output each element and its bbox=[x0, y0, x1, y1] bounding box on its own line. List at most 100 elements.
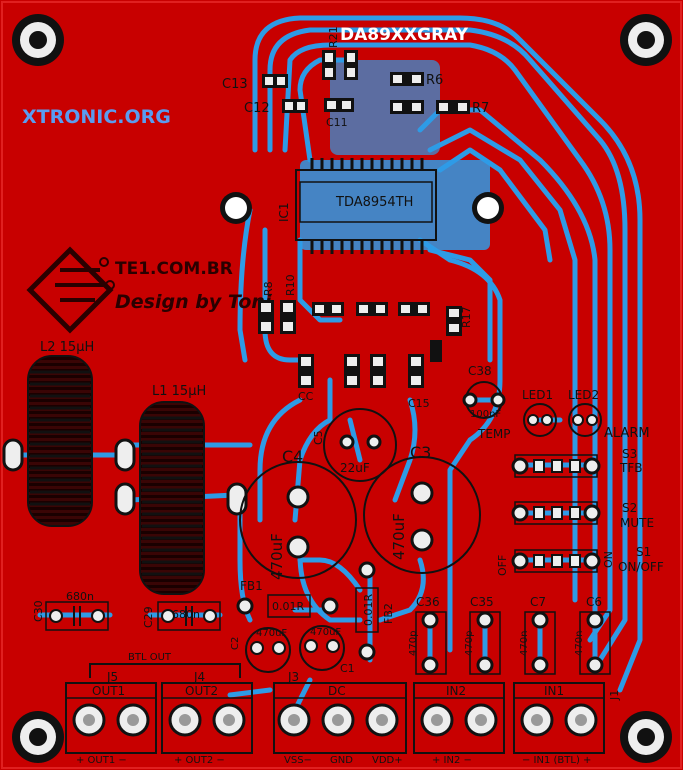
label-r21: R21 bbox=[327, 26, 340, 48]
value-c4: 470uF bbox=[268, 533, 286, 580]
label-c35: C35 bbox=[470, 595, 494, 609]
switch-s2[interactable] bbox=[511, 501, 601, 525]
value-c35: 470p bbox=[464, 631, 475, 656]
cap-c3 bbox=[363, 456, 481, 574]
label-j1: J1 bbox=[608, 690, 621, 701]
bottom-label-vss: VSS− bbox=[284, 755, 312, 766]
connector-in1[interactable] bbox=[513, 682, 605, 754]
brand-te1: TE1.COM.BR bbox=[115, 259, 233, 279]
value-small-b: 470uF bbox=[310, 627, 341, 638]
name-s1: ON/OFF bbox=[618, 560, 664, 574]
label-c4: C4 bbox=[282, 447, 303, 466]
label-alarm: ALARM bbox=[604, 426, 650, 441]
value-c3: 470uF bbox=[390, 513, 408, 560]
label-c2: C2 bbox=[230, 637, 241, 650]
switch-s1[interactable] bbox=[511, 549, 601, 573]
inductor-l1 bbox=[139, 401, 205, 595]
name-in2: IN2 bbox=[446, 684, 466, 698]
label-c12: C12 bbox=[244, 101, 270, 116]
value-fb1: 0.01R bbox=[272, 600, 304, 613]
value-c7: 470n bbox=[519, 631, 530, 656]
label-j5: J5 bbox=[106, 670, 118, 684]
btl-bracket bbox=[89, 663, 241, 678]
cap-c29 bbox=[157, 601, 221, 631]
label-l2: L2 15µH bbox=[40, 340, 94, 355]
mounting-hole-top-left bbox=[12, 14, 64, 66]
resistor-fb2 bbox=[355, 561, 379, 661]
smd-r10 bbox=[280, 300, 296, 334]
label-l1: L1 15µH bbox=[152, 384, 206, 399]
bottom-label-out1: + OUT1 − bbox=[76, 755, 127, 766]
label-c3: C3 bbox=[410, 443, 431, 462]
label-off: OFF bbox=[496, 555, 509, 576]
smd-c13 bbox=[262, 74, 288, 88]
label-r17: R17 bbox=[460, 306, 473, 328]
value-c29: 680n bbox=[172, 608, 200, 621]
label-r8: R8 bbox=[262, 281, 275, 296]
cap-c38 bbox=[462, 381, 506, 419]
label-c36: C36 bbox=[416, 595, 440, 609]
label-c7: C7 bbox=[530, 595, 546, 609]
label-fb2: FB2 bbox=[382, 603, 395, 624]
value-c5: 22uF bbox=[340, 461, 370, 475]
label-r7: R7 bbox=[472, 101, 489, 116]
resistor-fb1 bbox=[236, 594, 339, 618]
connector-j3-dc[interactable] bbox=[273, 682, 407, 754]
label-c5: C5 bbox=[312, 430, 325, 445]
mounting-hole-top-right bbox=[620, 14, 672, 66]
label-r6: R6 bbox=[426, 73, 443, 88]
cap-c4 bbox=[239, 461, 357, 579]
label-s3: S3 bbox=[622, 447, 637, 461]
label-c38: C38 bbox=[468, 364, 492, 378]
te1-logo bbox=[26, 246, 115, 334]
value-small-a: 470uF bbox=[256, 628, 287, 639]
label-s1: S1 bbox=[636, 545, 651, 559]
label-on: ON bbox=[602, 551, 615, 568]
name-j5: OUT1 bbox=[92, 684, 125, 698]
brand-xtronic: XTRONIC.ORG bbox=[22, 106, 171, 128]
name-s2: MUTE bbox=[620, 516, 654, 530]
label-c15: C15 bbox=[408, 397, 430, 410]
connector-in2[interactable] bbox=[413, 682, 505, 754]
label-c13: C13 bbox=[222, 77, 248, 92]
label-led1: LED1 bbox=[522, 388, 553, 402]
inductor-l2 bbox=[27, 355, 93, 527]
value-fb2: 0.01R bbox=[362, 594, 375, 626]
bottom-label-in1: − IN1 (BTL) + bbox=[522, 755, 591, 766]
label-cc: CC bbox=[298, 390, 314, 403]
label-s2: S2 bbox=[622, 501, 637, 515]
smd-r8 bbox=[258, 300, 274, 334]
top-silk-text: DA89XXGRAY bbox=[340, 25, 469, 45]
led2 bbox=[568, 403, 602, 437]
smd-c11 bbox=[324, 98, 354, 112]
smd-r21 bbox=[322, 50, 336, 80]
smd-r6 bbox=[390, 72, 424, 86]
inductor-pads bbox=[2, 438, 248, 516]
connector-j5[interactable] bbox=[65, 682, 157, 754]
label-c29: C29 bbox=[142, 606, 155, 628]
name-j4: OUT2 bbox=[185, 684, 218, 698]
connector-j4[interactable] bbox=[161, 682, 253, 754]
label-c30: C30 bbox=[32, 600, 45, 622]
name-in1: IN1 bbox=[544, 684, 564, 698]
label-c6: C6 bbox=[586, 595, 602, 609]
switch-s3[interactable] bbox=[511, 454, 601, 478]
label-j3: J3 bbox=[287, 670, 299, 684]
name-s3: TFB bbox=[619, 461, 642, 475]
smd-r7 bbox=[390, 100, 424, 114]
ic-tda8954th bbox=[295, 158, 437, 254]
ic-label: TDA8954TH bbox=[335, 195, 413, 210]
value-c30: 680n bbox=[66, 590, 94, 603]
cap-small-right bbox=[299, 625, 345, 671]
smd-c12 bbox=[282, 99, 308, 113]
label-c11: C11 bbox=[326, 116, 348, 129]
label-led2: LED2 bbox=[568, 388, 599, 402]
cap-c5 bbox=[323, 408, 397, 482]
bottom-label-vdd: VDD+ bbox=[372, 755, 403, 766]
label-fb1: FB1 bbox=[240, 579, 263, 593]
smd-r22 bbox=[344, 50, 358, 80]
design-by: Design by Toni bbox=[115, 291, 272, 313]
cap-small-left bbox=[245, 627, 291, 673]
label-c1: C1 bbox=[340, 662, 355, 675]
